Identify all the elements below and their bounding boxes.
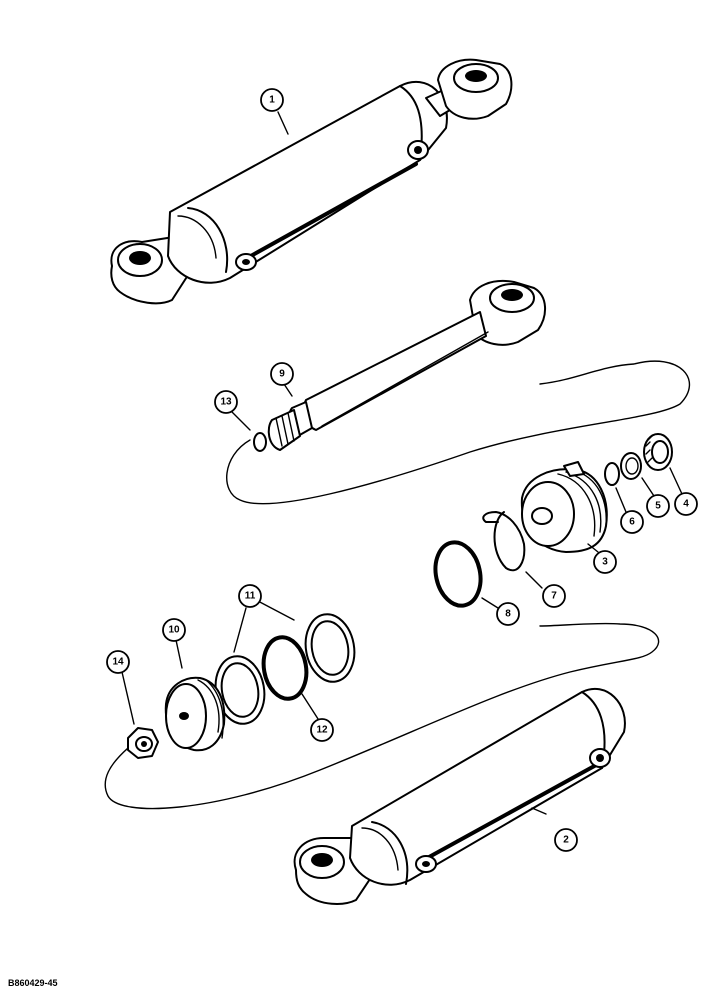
callout-7: 7 bbox=[542, 584, 566, 608]
callout-13: 13 bbox=[214, 390, 238, 414]
callout-2: 2 bbox=[554, 828, 578, 852]
piston-rod bbox=[267, 280, 546, 451]
callout-9: 9 bbox=[270, 362, 294, 386]
callout-11: 11 bbox=[238, 584, 262, 608]
callout-5-number: 5 bbox=[655, 501, 661, 512]
o-ring-8 bbox=[433, 540, 483, 608]
callout-9-number: 9 bbox=[279, 369, 285, 380]
reference-code: B860429-45 bbox=[8, 978, 58, 988]
piston-seal bbox=[261, 635, 309, 701]
callout-7-number: 7 bbox=[551, 591, 557, 602]
callout-3: 3 bbox=[593, 550, 617, 574]
callout-11-number: 11 bbox=[245, 591, 256, 602]
grouping-loop-lower bbox=[104, 622, 660, 810]
callout-8-number: 8 bbox=[505, 609, 511, 620]
callout-14: 14 bbox=[106, 650, 130, 674]
backup-ring-6 bbox=[604, 462, 620, 486]
callout-6: 6 bbox=[620, 510, 644, 534]
callout-1-number: 1 bbox=[269, 95, 275, 106]
callout-12: 12 bbox=[310, 718, 334, 742]
callout-4: 4 bbox=[674, 492, 698, 516]
callout-12-number: 12 bbox=[316, 725, 328, 736]
callout-13-number: 13 bbox=[220, 397, 232, 408]
barrel bbox=[293, 687, 626, 905]
callout-10-number: 10 bbox=[168, 625, 180, 636]
leader-lines bbox=[121, 111, 683, 815]
callout-8: 8 bbox=[496, 602, 520, 626]
callout-4-number: 4 bbox=[683, 499, 689, 510]
piston-ring-11a bbox=[214, 655, 266, 725]
callout-10: 10 bbox=[162, 618, 186, 642]
callout-5: 5 bbox=[646, 494, 670, 518]
nut bbox=[127, 727, 159, 759]
snap-ring bbox=[482, 511, 526, 572]
piston-ring-11b bbox=[304, 613, 356, 683]
piston bbox=[164, 676, 226, 752]
callout-2-number: 2 bbox=[563, 835, 569, 846]
rod-seal-5 bbox=[620, 452, 642, 480]
grouping-loop-upper bbox=[226, 360, 691, 505]
callout-6-number: 6 bbox=[629, 517, 635, 528]
gland bbox=[520, 461, 608, 553]
o-ring-13 bbox=[253, 432, 267, 452]
callout-1: 1 bbox=[260, 88, 284, 112]
cylinder-assembly-top bbox=[110, 58, 513, 305]
wiper-seal-4 bbox=[643, 433, 673, 471]
callout-14-number: 14 bbox=[112, 657, 124, 668]
callout-3-number: 3 bbox=[602, 557, 608, 568]
